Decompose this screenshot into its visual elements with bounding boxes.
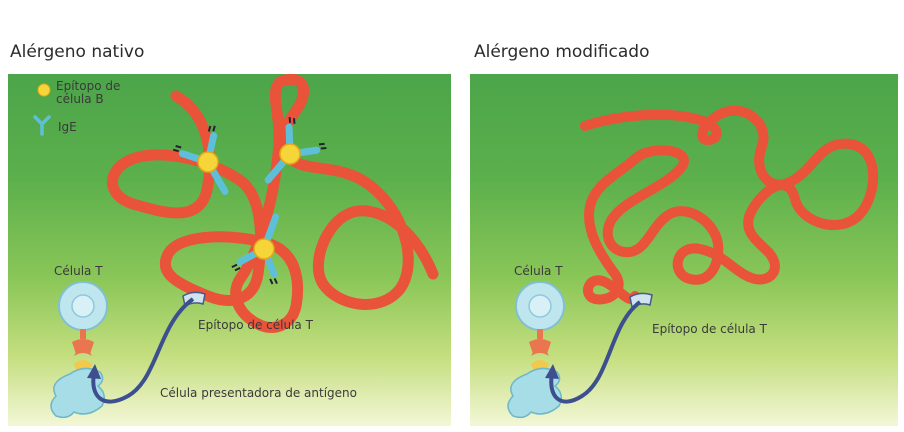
right-panel-title: Alérgeno modificado bbox=[474, 42, 649, 62]
ige-legend-icon bbox=[30, 112, 54, 136]
legend-b-cell-epitope-label: Epítopo de célula B bbox=[56, 80, 120, 106]
t-cell-label: Célula T bbox=[514, 264, 563, 278]
t-cell bbox=[516, 282, 564, 339]
native-allergen-panel: Epítopo de célula B IgE Célula T Epítopo… bbox=[8, 74, 451, 426]
b-cell-epitope-legend-icon bbox=[36, 82, 52, 98]
t-cell-epitope-label: Epítopo de célula T bbox=[198, 318, 313, 332]
left-panel-title: Alérgeno nativo bbox=[10, 42, 144, 62]
processing-arrow bbox=[551, 302, 640, 402]
b-cell-epitope-3 bbox=[254, 239, 274, 259]
tcr-mhc-complex bbox=[72, 339, 94, 372]
legend-ige-label: IgE bbox=[58, 120, 77, 134]
modified-allergen-panel: Célula T Epítopo de célula T bbox=[470, 74, 898, 426]
t-cell-epitope-label: Epítopo de célula T bbox=[652, 322, 767, 336]
b-cell-epitope-2 bbox=[280, 144, 300, 164]
native-allergen-chain bbox=[112, 79, 433, 327]
modified-allergen-chain bbox=[585, 111, 873, 300]
tcr-mhc-complex bbox=[529, 339, 551, 372]
t-cell-epitope-marker bbox=[630, 293, 652, 307]
b-cell-epitope-1 bbox=[198, 152, 218, 172]
t-cell bbox=[59, 282, 107, 339]
antigen-presenting-cell-label: Célula presentadora de antígeno bbox=[160, 386, 357, 400]
modified-allergen-diagram bbox=[470, 74, 898, 426]
t-cell-label: Célula T bbox=[54, 264, 103, 278]
